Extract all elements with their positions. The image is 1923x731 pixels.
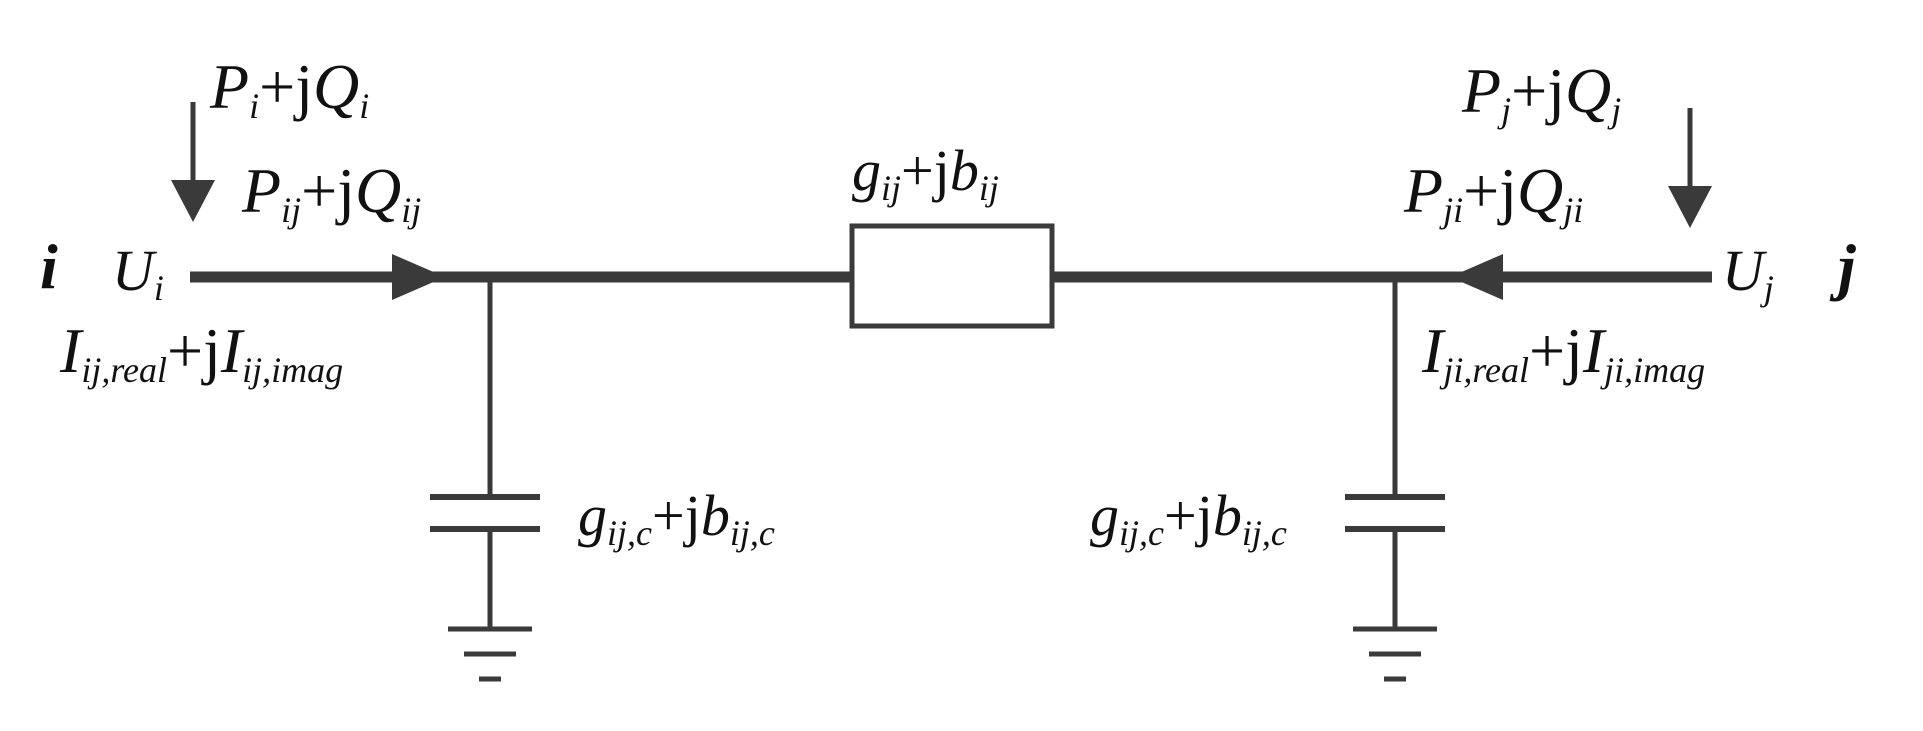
shunt-admittance-right-label: gij,c+jbij,c: [1090, 483, 1287, 553]
node-j-label: j: [1829, 231, 1856, 302]
series-admittance-label: gij+jbij: [852, 138, 999, 208]
current-ji-label: Iji,real+jIji,imag: [1421, 315, 1705, 390]
flow-arrow-ji: [1450, 254, 1503, 300]
ground-symbol-right: [1353, 626, 1437, 682]
branch-flow-ij-label: Pij+jQij: [241, 155, 421, 230]
ground-symbol-left: [448, 626, 532, 682]
series-impedance-box: [849, 223, 1055, 329]
current-ij-label: Iij,real+jIij,imag: [59, 315, 343, 390]
injection-j-label: Pj+jQj: [1461, 55, 1621, 130]
branch-flow-ji-label: Pji+jQji: [1403, 155, 1583, 230]
shunt-capacitor-left: [430, 277, 540, 629]
injection-i-label: Pi+jQi: [209, 51, 369, 126]
flow-arrow-ij: [392, 254, 445, 300]
injection-arrow-j: [1668, 108, 1712, 228]
node-i-label: i: [40, 231, 58, 302]
injection-arrow-i: [171, 102, 215, 222]
shunt-admittance-left-label: gij,c+jbij,c: [578, 483, 775, 553]
shunt-capacitor-right: [1345, 277, 1445, 629]
node-i-voltage: Ui: [112, 238, 164, 308]
node-j-voltage: Uj: [1722, 238, 1774, 308]
